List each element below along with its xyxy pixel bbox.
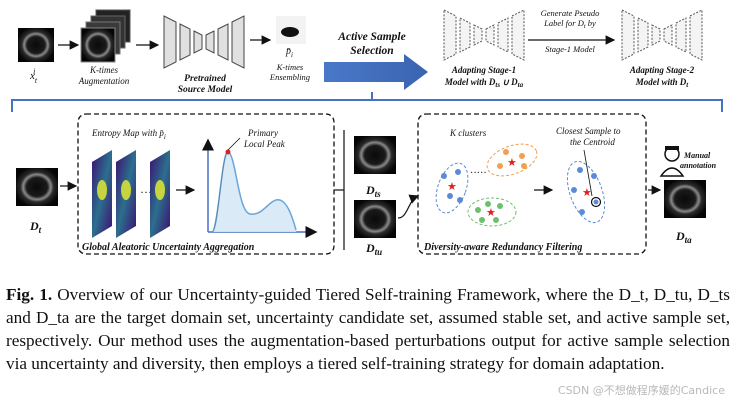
- dt-image: [16, 168, 58, 206]
- augmented-stack: [80, 9, 131, 63]
- global-uncertainty-box: [77, 113, 335, 255]
- diversity-filter-box: [417, 113, 647, 255]
- primary-peak-label: Primary: [247, 128, 278, 138]
- uncertainty-curve: [202, 137, 318, 238]
- active-selection-arrow: [324, 54, 428, 90]
- svg-text:Ensembling: Ensembling: [269, 72, 310, 82]
- stage1-label: Adapting Stage-1: [451, 65, 516, 75]
- input-label: xti: [29, 67, 38, 85]
- dtu-image: [354, 200, 396, 238]
- clusters: ★ ····· ★ ★: [435, 143, 538, 227]
- dts-label: Dts: [365, 183, 381, 199]
- global-box-title: Global Aleatoric Uncertainty Aggregation: [82, 242, 255, 253]
- dtu-label: Dtu: [365, 241, 382, 257]
- svg-text:Local Peak: Local Peak: [243, 139, 286, 149]
- pbar-label: p̄i: [285, 46, 293, 59]
- svg-text:Augmentation: Augmentation: [78, 76, 130, 86]
- ensembling-label: K-times: [276, 62, 304, 72]
- svg-text:Stage-1 Model: Stage-1 Model: [545, 44, 595, 54]
- figure-caption: Fig. 1. Overview of our Uncertainty-guid…: [6, 283, 730, 375]
- svg-text:Source Model: Source Model: [178, 85, 233, 95]
- svg-text:★: ★: [447, 181, 457, 193]
- svg-text:annotation: annotation: [680, 161, 717, 170]
- dta-image: [664, 180, 706, 218]
- stage2-label: Adapting Stage-2: [629, 65, 695, 75]
- svg-text:the Centroid: the Centroid: [570, 137, 615, 147]
- dt-label: Dt: [29, 219, 42, 235]
- svg-text:Label for Dt by: Label for Dt by: [543, 18, 596, 30]
- active-selection-label: Active Sample: [337, 31, 405, 43]
- annotator-icon: [659, 146, 685, 177]
- pretrained-model-icon: [163, 15, 245, 69]
- diversity-box-title: Diversity-aware Redundancy Filtering: [423, 242, 582, 253]
- augmentation-label: K-times: [89, 65, 118, 75]
- input-image: [18, 28, 54, 62]
- caption-body: D_t, D_tu, D_ts and D_ta are the target …: [6, 285, 730, 373]
- stage2-model-icon: [621, 9, 703, 61]
- closest-sample-cluster: ★: [566, 149, 606, 224]
- k-clusters-label: K clusters: [449, 128, 487, 138]
- pretrained-label: Pretrained: [184, 74, 226, 84]
- stage1-model-icon: [443, 9, 525, 61]
- svg-text:★: ★: [582, 187, 592, 199]
- pseudo-label-text: Generate Pseudo: [541, 8, 600, 18]
- svg-text:★: ★: [486, 207, 496, 219]
- svg-text:★: ★: [507, 157, 517, 169]
- figure-number: Fig. 1.: [6, 285, 53, 304]
- entropy-map-label: Entropy Map with p̄i: [91, 128, 166, 141]
- svg-text:Model with Dts ∪ Dta: Model with Dts ∪ Dta: [444, 77, 524, 89]
- framework-diagram: xti K-times Augmentation Pretrained Sour…: [11, 8, 723, 257]
- watermark: CSDN @不想做程序媛的Candice: [557, 384, 725, 397]
- caption-line-1: Overview of our Uncertainty-guided Tiere…: [57, 285, 614, 304]
- entropy-maps: ·····: [92, 150, 170, 238]
- section-bracket: [11, 99, 723, 112]
- dts-image: [354, 136, 396, 174]
- svg-text:Selection: Selection: [350, 45, 393, 57]
- svg-text:·····: ·····: [470, 168, 487, 179]
- closest-sample-label: Closest Sample to: [556, 126, 621, 136]
- manual-annotation-label: Manual: [683, 151, 711, 160]
- svg-text:Model with Dt: Model with Dt: [635, 77, 690, 89]
- dta-label: Dta: [675, 229, 692, 245]
